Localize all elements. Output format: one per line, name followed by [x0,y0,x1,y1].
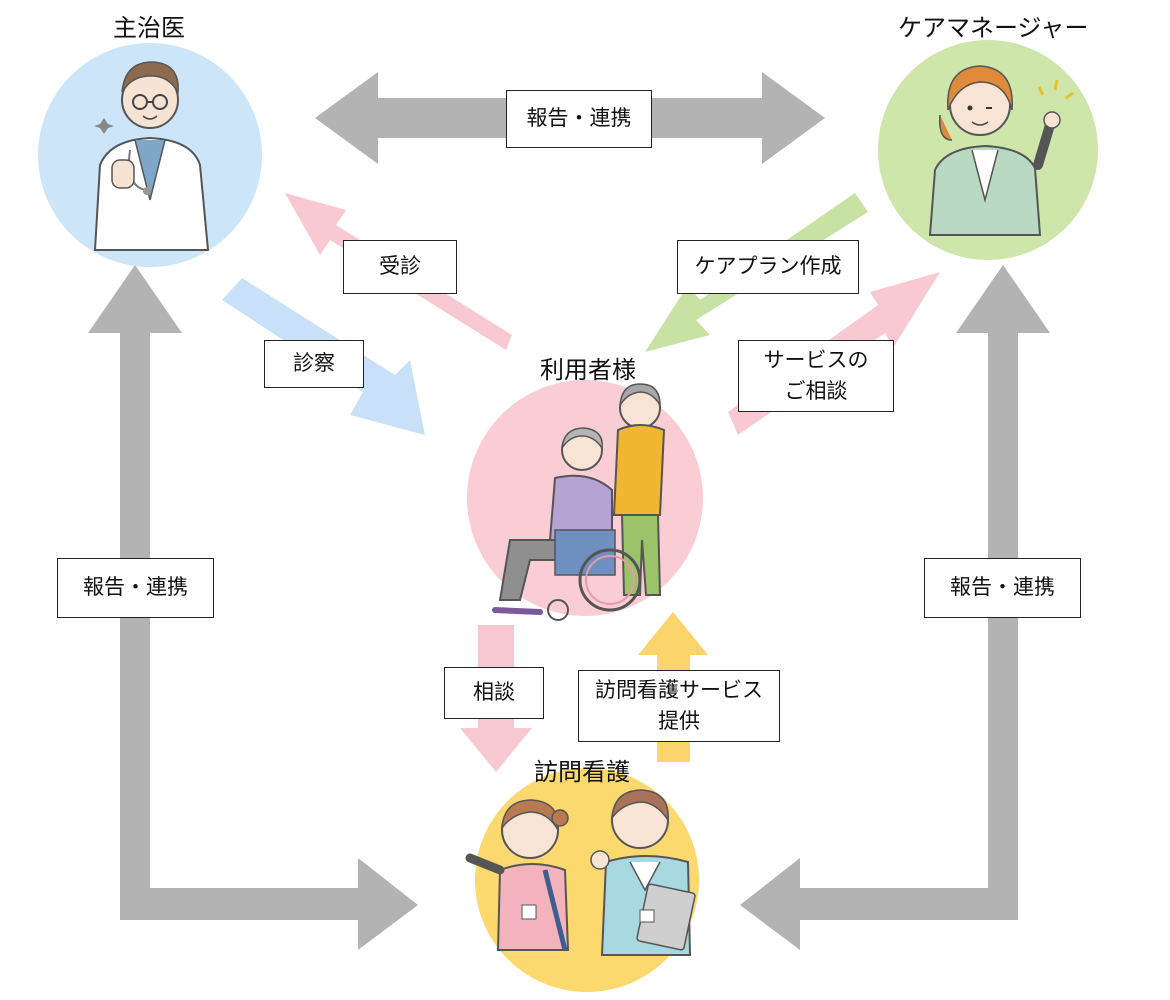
nursing-staff-figure [465,789,696,956]
service-consult-line1: サービスの [763,347,869,372]
visit-doctor-text: 受診 [379,254,421,279]
service-consult-box: サービスの ご相談 [738,340,894,412]
doctor-label: 主治医 [113,14,185,42]
right-report-box: 報告・連携 [924,558,1081,618]
consult-text: 相談 [473,680,515,705]
care-manager-label: ケアマネージャー [898,14,1089,42]
user-figure [492,383,666,621]
care-plan-box: ケアプラン作成 [677,240,859,294]
service-consult-line2: ご相談 [784,379,848,403]
nursing-service-line1: 訪問看護サービス [595,677,763,702]
nursing-service-box: 訪問看護サービス 提供 [578,670,780,742]
care-manager-figure [928,65,1074,236]
visit-doctor-box: 受診 [343,240,457,294]
left-bottom-arrow [120,858,418,950]
user-label: 利用者様 [540,356,636,384]
right-report-text: 報告・連携 [950,575,1055,600]
home-nursing-label: 訪問看護 [534,758,630,786]
nursing-service-line2: 提供 [658,709,700,733]
doctor-figure [93,61,210,251]
examination-box: 診察 [264,340,364,388]
examination-text: 診察 [293,351,335,376]
consult-box: 相談 [444,667,544,719]
right-bottom-arrow [740,858,1018,950]
left-report-box: 報告・連携 [57,558,214,618]
care-plan-text: ケアプラン作成 [694,254,842,279]
top-report-text: 報告・連携 [526,106,632,131]
left-report-text: 報告・連携 [83,575,188,600]
top-report-box: 報告・連携 [506,90,652,148]
